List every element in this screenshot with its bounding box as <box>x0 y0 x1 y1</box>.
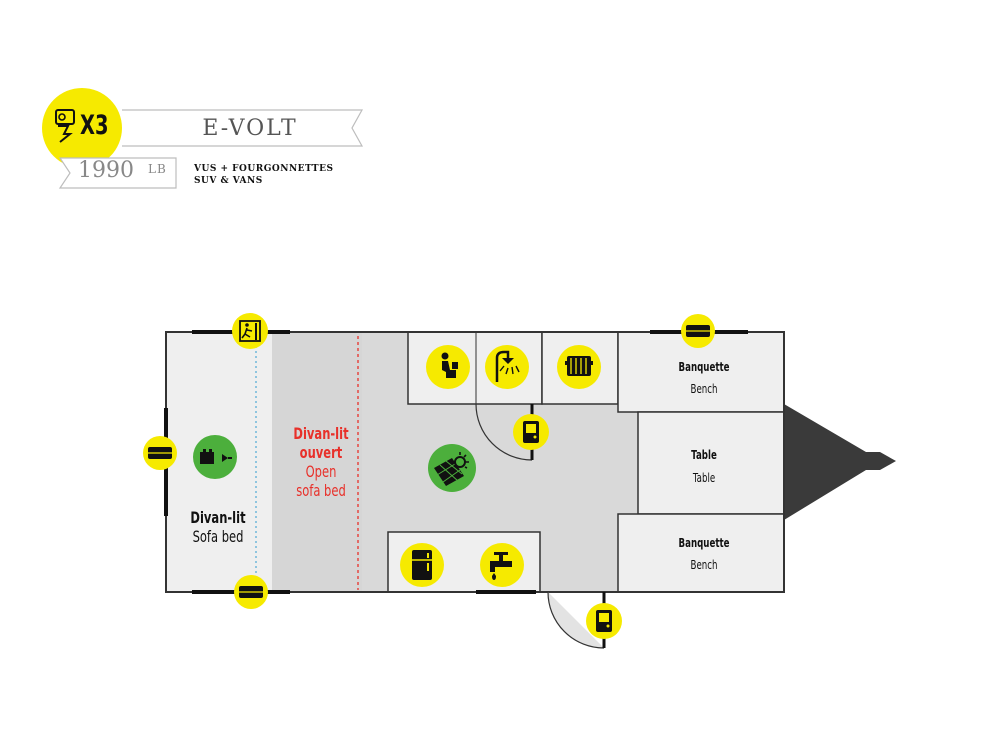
shower-icon <box>485 345 529 389</box>
emergency-exit-icon <box>232 313 268 349</box>
fridge-icon <box>400 543 444 587</box>
window-icon-top <box>681 314 715 348</box>
rear-bed-label-en: Sofa bed <box>192 527 244 546</box>
dinette-table <box>637 411 785 515</box>
window-icon-bottom <box>234 575 268 609</box>
sink-icon <box>480 543 524 587</box>
table-label-en: Table <box>692 471 716 485</box>
door-icon-entry <box>586 603 622 639</box>
toilet-icon <box>426 345 470 389</box>
solar-panel-icon <box>428 444 476 492</box>
weight-unit: LB <box>148 162 167 176</box>
open-sofa-bed-area <box>272 332 362 592</box>
rear-bed-label: Divan-lit Sofa bed <box>189 508 247 546</box>
open-bed-label-fr-1: Divan-lit <box>293 424 349 443</box>
vehicle-type-fr: VUS + FOURGONNETTES <box>194 164 334 174</box>
banquette-top-label: Banquette Bench <box>669 356 738 400</box>
open-bed-label-fr-2: ouvert <box>299 443 343 462</box>
trailer-hitch <box>784 404 896 520</box>
table-label-fr: Table <box>691 448 717 462</box>
weight-value: 1990 <box>78 158 134 183</box>
badge-code: X3 <box>80 110 109 141</box>
bathroom-door-swing <box>475 403 533 461</box>
banquette-top-label-en: Bench <box>690 382 718 396</box>
open-bed-label-en-2: sofa bed <box>296 481 346 500</box>
trailer-logo-icon <box>55 109 75 143</box>
open-bed-label: Divan-lit ouvert Open sofa bed <box>289 424 354 500</box>
rear-bed-label-fr: Divan-lit <box>190 508 246 527</box>
table-label: Table Table <box>669 444 738 490</box>
model-badge <box>42 88 122 168</box>
vehicle-type-en: SUV & VANS <box>194 176 263 186</box>
banquette-bottom <box>617 513 785 593</box>
window-icon-left <box>143 436 177 470</box>
banquette-bottom-label-en: Bench <box>690 558 718 572</box>
banquette-top-label-fr: Banquette <box>678 360 730 374</box>
heater-icon <box>557 345 601 389</box>
weight-ribbon <box>58 157 177 189</box>
entry-door-swing <box>547 591 605 649</box>
battery-charger-icon <box>193 435 237 479</box>
banquette-bottom-label-fr: Banquette <box>678 536 730 550</box>
model-ribbon <box>122 109 364 147</box>
model-header: X3 E-VOLT 1990 LB VUS + FOURGONNETTES SU… <box>0 0 400 200</box>
banquette-bottom-label: Banquette Bench <box>669 532 738 576</box>
model-name: E-VOLT <box>202 116 298 141</box>
door-icon-bathroom <box>513 414 549 450</box>
open-bed-label-en-1: Open <box>305 462 337 481</box>
